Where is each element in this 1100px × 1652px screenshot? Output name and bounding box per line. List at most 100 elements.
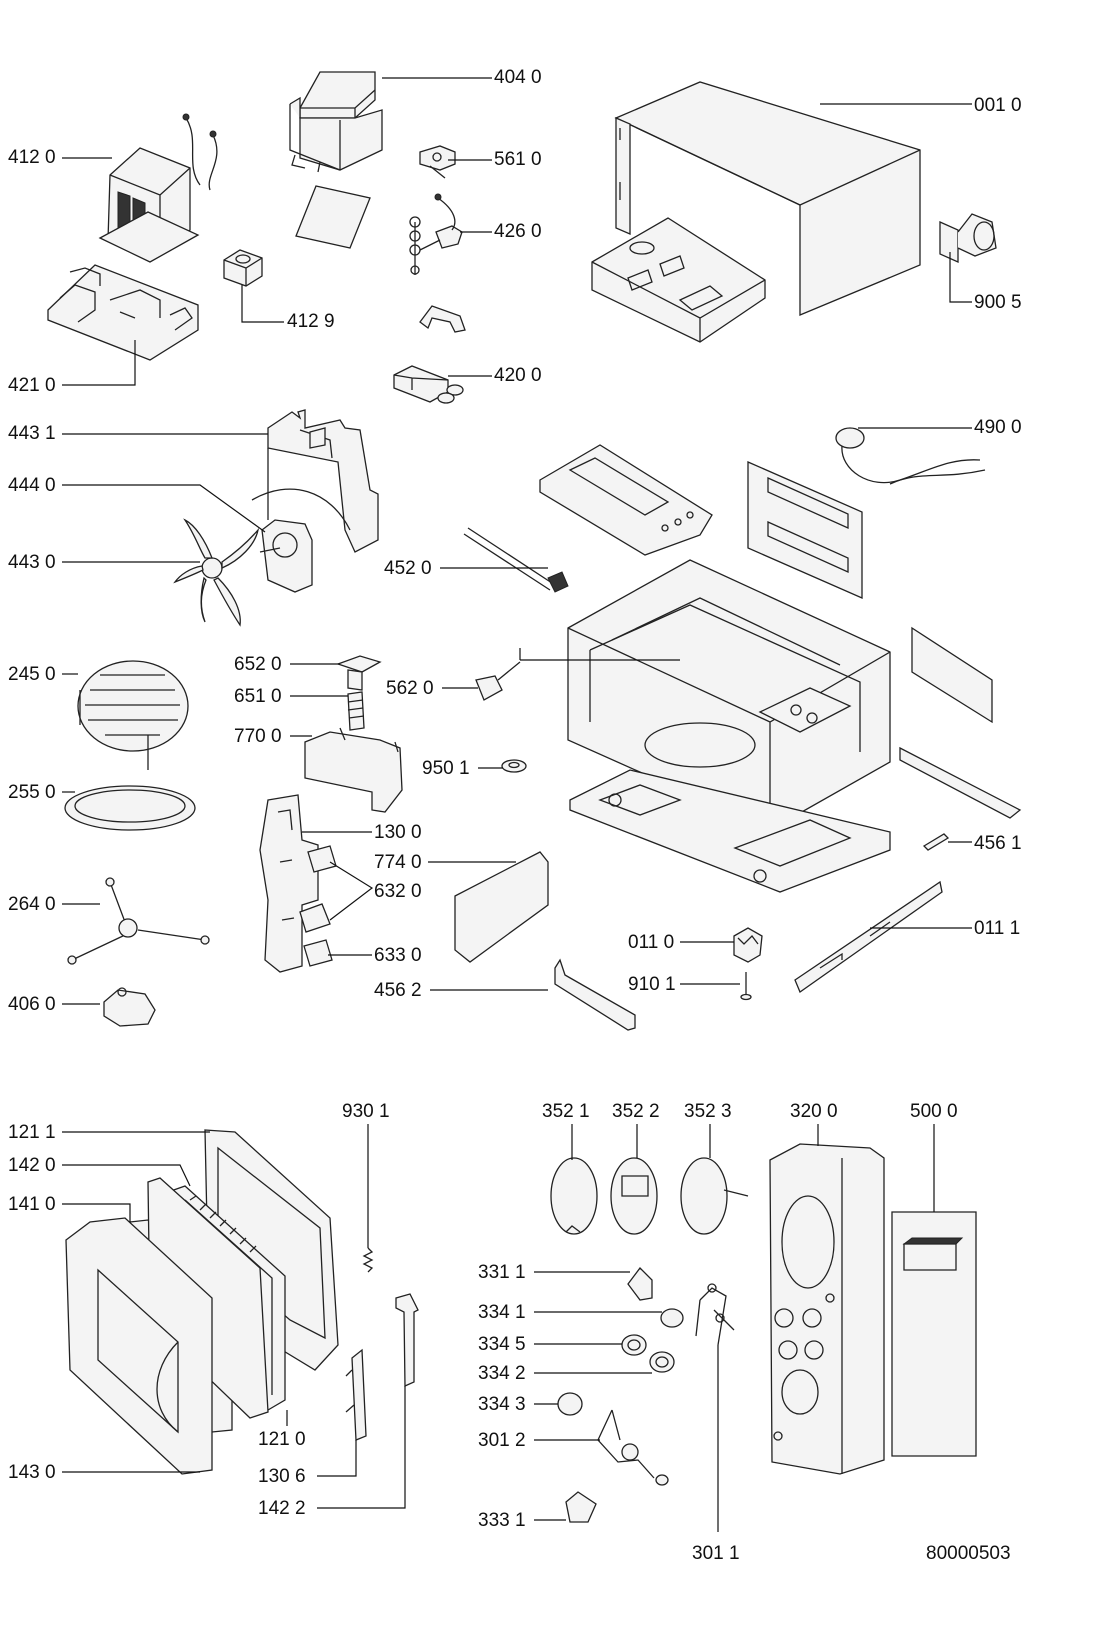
callout-1410: 141 0 bbox=[8, 1194, 56, 1215]
linkage-3011 bbox=[695, 1283, 735, 1346]
grill-rack-2450 bbox=[77, 660, 189, 770]
callout-3345: 334 5 bbox=[478, 1334, 526, 1355]
side-panel bbox=[747, 461, 863, 599]
foot-0110 bbox=[733, 927, 763, 963]
lever-1422 bbox=[395, 1293, 419, 1387]
callout-3200: 320 0 bbox=[790, 1101, 838, 1122]
switch-6330 bbox=[303, 939, 333, 967]
callout-2550: 255 0 bbox=[8, 782, 56, 803]
callout-4120: 412 0 bbox=[8, 147, 56, 168]
callout-9501: 950 1 bbox=[422, 758, 470, 779]
insulation-plate bbox=[295, 185, 371, 249]
ring-3521 bbox=[550, 1157, 598, 1235]
capacitor-4200 bbox=[393, 365, 464, 404]
callout-4900: 490 0 bbox=[974, 417, 1022, 438]
clip-part bbox=[419, 305, 466, 333]
callout-3011: 301 1 bbox=[692, 1543, 740, 1564]
latch-frame-1300 bbox=[259, 794, 319, 973]
fan-blade-4430 bbox=[173, 518, 260, 627]
callout-0010: 001 0 bbox=[974, 95, 1022, 116]
knob-3342 bbox=[649, 1351, 675, 1373]
callout-2640: 264 0 bbox=[8, 894, 56, 915]
coupler-9501 bbox=[501, 759, 527, 773]
top-cover-plate bbox=[539, 444, 713, 556]
right-lower-strip bbox=[899, 746, 1022, 819]
door-front-1430 bbox=[65, 1217, 213, 1475]
part-6520 bbox=[336, 655, 382, 691]
holder-7700 bbox=[304, 727, 403, 813]
spring-9301 bbox=[362, 1247, 374, 1273]
callout-3311: 331 1 bbox=[478, 1262, 526, 1283]
callout-4561: 456 1 bbox=[974, 833, 1022, 854]
cavity-base bbox=[569, 769, 891, 893]
heating-element-4520 bbox=[463, 527, 569, 593]
insulation-7740 bbox=[454, 851, 549, 963]
leader-lines bbox=[62, 77, 972, 1532]
drawing-number: 80000503 bbox=[926, 1543, 1011, 1564]
callout-6520: 652 0 bbox=[234, 654, 282, 675]
callout-5620: 562 0 bbox=[386, 678, 434, 699]
callout-7740: 774 0 bbox=[374, 852, 422, 873]
callout-6320: 632 0 bbox=[374, 881, 422, 902]
callout-7700: 770 0 bbox=[234, 726, 282, 747]
switch-6320-b bbox=[299, 903, 331, 933]
callout-1306: 130 6 bbox=[258, 1466, 306, 1487]
callout-0110: 011 0 bbox=[628, 932, 675, 953]
lamp-4900 bbox=[835, 427, 986, 485]
callout-4210: 421 0 bbox=[8, 375, 56, 396]
callout-3342: 334 2 bbox=[478, 1363, 526, 1384]
right-side-plate bbox=[911, 626, 993, 724]
callout-3341: 334 1 bbox=[478, 1302, 526, 1323]
callout-2450: 245 0 bbox=[8, 664, 56, 685]
base-plate bbox=[591, 217, 766, 343]
knob-3311 bbox=[627, 1267, 653, 1301]
callout-4520: 452 0 bbox=[384, 558, 432, 579]
control-panel-3200 bbox=[769, 1143, 885, 1475]
callout-4430: 443 0 bbox=[8, 552, 56, 573]
motor-4060 bbox=[103, 987, 156, 1027]
knob-3331 bbox=[565, 1491, 597, 1523]
bracket-9005 bbox=[939, 213, 997, 264]
callout-1420: 142 0 bbox=[8, 1155, 56, 1176]
callout-4060: 406 0 bbox=[8, 994, 56, 1015]
hook-1306 bbox=[345, 1348, 367, 1441]
callout-4562: 456 2 bbox=[374, 980, 422, 1001]
turntable-2550 bbox=[64, 785, 196, 831]
callout-4200: 420 0 bbox=[494, 365, 542, 386]
part-6510 bbox=[347, 691, 365, 731]
callout-3521: 352 1 bbox=[542, 1101, 590, 1122]
label-plate-5000 bbox=[891, 1211, 977, 1457]
callout-9005: 900 5 bbox=[974, 292, 1022, 313]
ferrite-4129 bbox=[223, 249, 263, 287]
oven-cavity bbox=[567, 559, 891, 831]
callout-4431: 443 1 bbox=[8, 423, 56, 444]
callout-1211: 121 1 bbox=[8, 1122, 56, 1143]
lever-3012 bbox=[597, 1409, 669, 1486]
disc-3522 bbox=[610, 1157, 658, 1235]
callout-4040: 404 0 bbox=[494, 67, 542, 88]
callout-9301: 930 1 bbox=[342, 1101, 390, 1122]
pin-4561 bbox=[922, 833, 950, 851]
callout-3343: 334 3 bbox=[478, 1394, 526, 1415]
callout-5610: 561 0 bbox=[494, 149, 542, 170]
callout-3331: 333 1 bbox=[478, 1510, 526, 1531]
outer-cabinet-0010 bbox=[614, 81, 921, 316]
knob-3345 bbox=[621, 1334, 647, 1356]
rail-0111 bbox=[794, 880, 943, 993]
callout-4129: 412 9 bbox=[287, 311, 335, 332]
disc-3523 bbox=[680, 1157, 749, 1235]
thermostat-5620 bbox=[475, 648, 521, 701]
part-4260 bbox=[409, 193, 463, 275]
transformer-4040 bbox=[289, 71, 383, 173]
knob-3341 bbox=[660, 1308, 684, 1328]
roller-support-2640 bbox=[67, 877, 210, 965]
callout-9101: 910 1 bbox=[628, 974, 676, 995]
callout-3523: 352 3 bbox=[684, 1101, 732, 1122]
callout-3522: 352 2 bbox=[612, 1101, 660, 1122]
part-5610 bbox=[419, 145, 456, 179]
callout-4260: 426 0 bbox=[494, 221, 542, 242]
callout-3012: 301 2 bbox=[478, 1430, 526, 1451]
callout-1430: 143 0 bbox=[8, 1462, 56, 1483]
